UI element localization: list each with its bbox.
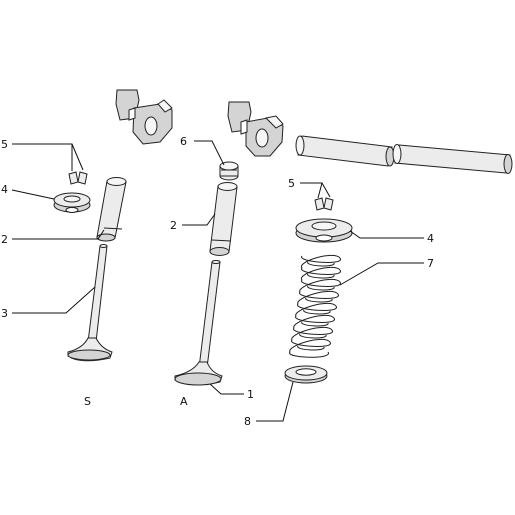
callout-right-4: 4 bbox=[427, 232, 434, 245]
valve-spring bbox=[289, 254, 341, 358]
valve-stem-seal bbox=[219, 161, 239, 181]
rocker-shaft bbox=[295, 135, 513, 174]
valve-type-labels: S A bbox=[84, 395, 188, 408]
callout-center-1: 1 bbox=[247, 388, 254, 401]
spring-retainer-left bbox=[53, 192, 91, 213]
callout-right-8: 8 bbox=[244, 415, 251, 428]
leader-lines bbox=[11, 140, 424, 422]
keepers-left bbox=[68, 171, 88, 185]
callout-left-3: 3 bbox=[1, 307, 8, 320]
callout-right-5: 5 bbox=[288, 177, 295, 190]
valve-guide-center bbox=[209, 182, 238, 256]
callout-left-2: 2 bbox=[1, 233, 8, 246]
callout-labels: 5 4 2 3 6 2 1 5 4 7 8 bbox=[1, 135, 434, 428]
rocker-arm-left bbox=[115, 89, 173, 145]
valve-left bbox=[67, 244, 113, 362]
label-intake-valve: A bbox=[180, 395, 188, 408]
rocker-arm-right bbox=[227, 101, 284, 157]
callout-left-4: 4 bbox=[1, 183, 8, 196]
valve-guide-left bbox=[96, 177, 127, 242]
callout-center-6: 6 bbox=[180, 135, 187, 148]
spring-retainer-right bbox=[295, 218, 353, 243]
spring-seat-washer bbox=[284, 365, 328, 384]
keepers-right bbox=[314, 197, 334, 211]
callout-right-7: 7 bbox=[427, 257, 434, 270]
label-exhaust-valve: S bbox=[84, 395, 91, 408]
callout-left-5: 5 bbox=[1, 138, 8, 151]
valve-center bbox=[174, 260, 223, 386]
callout-center-2: 2 bbox=[170, 219, 177, 232]
